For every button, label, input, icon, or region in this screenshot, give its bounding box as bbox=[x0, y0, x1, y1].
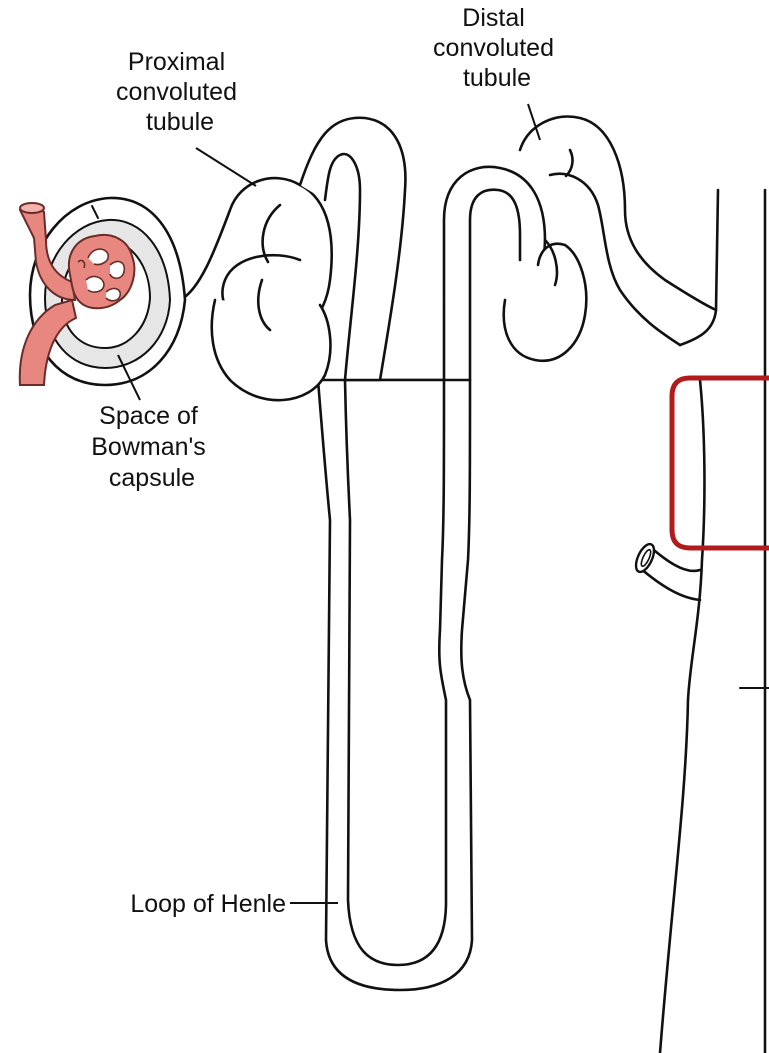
label-proximal: Proximal convoluted tubule bbox=[116, 48, 244, 136]
highlight-box bbox=[672, 378, 769, 548]
label-distal: Distal convoluted tubule bbox=[433, 4, 561, 92]
loop-of-henle bbox=[318, 380, 472, 990]
label-loop-of-henle: Loop of Henle bbox=[130, 890, 286, 918]
distal-convoluted-tubule bbox=[444, 117, 716, 380]
label-bowmans-space: Space of Bowman's capsule bbox=[91, 402, 213, 492]
proximal-pointer bbox=[196, 148, 256, 186]
collecting-duct bbox=[660, 190, 769, 1053]
